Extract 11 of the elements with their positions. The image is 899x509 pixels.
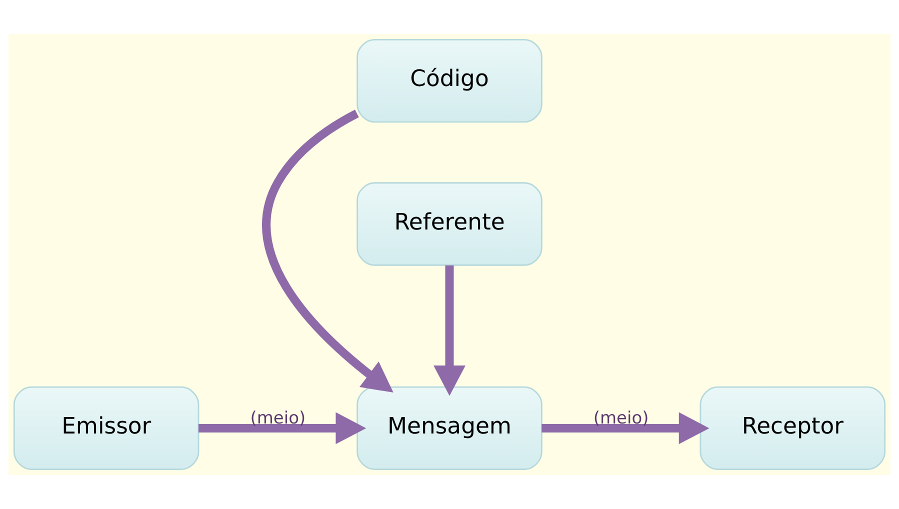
edge-label: (meio) — [250, 408, 306, 428]
node-box: Código — [356, 38, 542, 123]
node-box: Referente — [356, 182, 542, 266]
node-box: Emissor — [13, 386, 200, 470]
arrow — [262, 110, 394, 393]
edge-label: (meio) — [593, 408, 649, 428]
arrow — [542, 412, 710, 444]
node-box: Receptor — [700, 386, 886, 470]
node-box: Mensagem — [356, 386, 542, 470]
arrow — [434, 265, 466, 396]
arrow — [198, 412, 366, 444]
